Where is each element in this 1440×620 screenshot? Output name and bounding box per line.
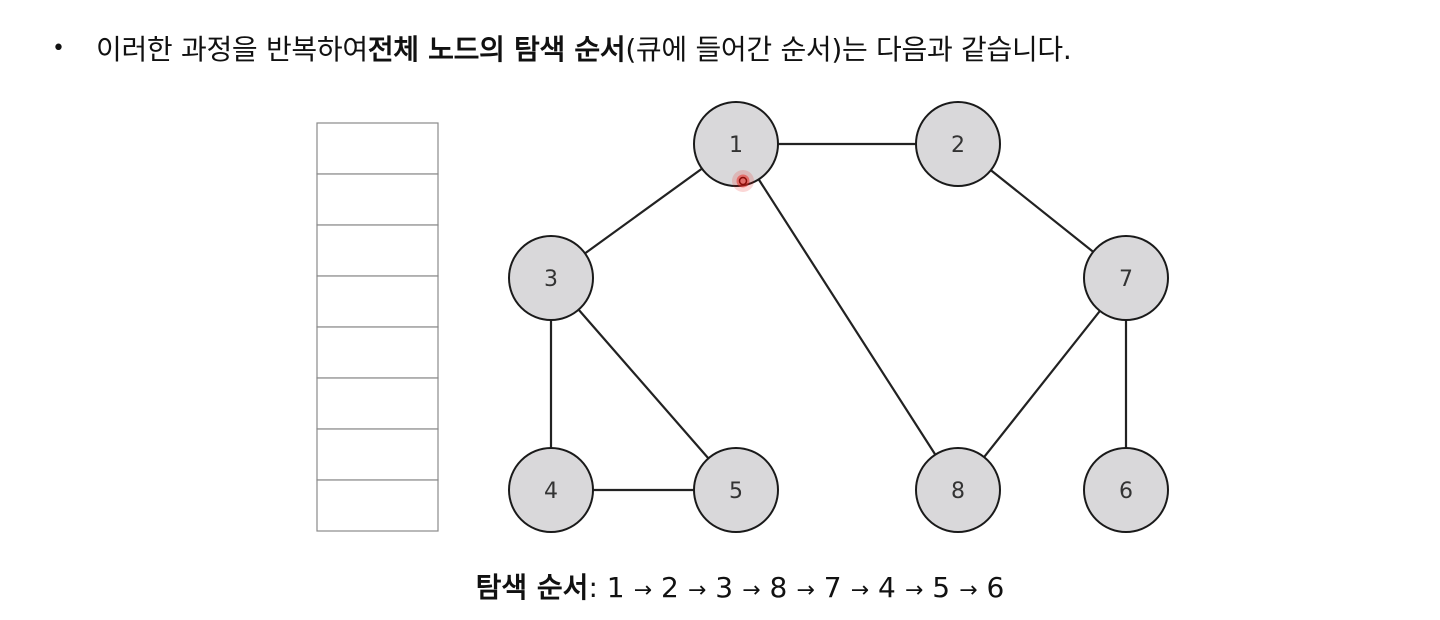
traversal-order-sequence: 1 → 2 → 3 → 8 → 7 → 4 → 5 → 6: [607, 571, 1005, 604]
node-3: 3: [508, 235, 594, 321]
order-item: 6: [986, 571, 1005, 604]
node-6-label: 6: [1119, 479, 1133, 504]
queue: [316, 122, 439, 532]
order-item: 7: [823, 571, 842, 604]
order-item: 1: [606, 571, 625, 604]
node-5-label: 5: [729, 479, 743, 504]
node-8-label: 8: [951, 479, 965, 504]
order-arrow-icon: →: [626, 578, 660, 603]
order-item: 4: [878, 571, 896, 604]
node-6: 6: [1083, 447, 1169, 533]
heading-text-post: (큐에 들어간 순서)는 다음과 같습니다.: [625, 33, 1072, 66]
edge-1-8: [734, 142, 960, 492]
graph-edges: [549, 142, 1128, 492]
queue-slot: [316, 479, 439, 532]
queue-slot: [316, 377, 439, 430]
queue-slot: [316, 173, 439, 226]
node-7-label: 7: [1119, 267, 1133, 292]
traversal-order: 탐색 순서: 1 → 2 → 3 → 8 → 7 → 4 → 5 → 6: [0, 566, 1440, 606]
node-8: 8: [915, 447, 1001, 533]
queue-slot: [316, 122, 439, 175]
queue-slot: [316, 224, 439, 277]
order-arrow-icon: →: [952, 578, 985, 603]
order-arrow-icon: →: [680, 578, 714, 603]
node-4-circle: [508, 447, 594, 533]
node-2: 2: [915, 101, 1001, 187]
traversal-order-colon: :: [588, 571, 598, 604]
node-3-circle: [508, 235, 594, 321]
node-7-circle: [1083, 235, 1169, 321]
node-5-circle: [693, 447, 779, 533]
heading-text-bold: 전체 노드의 탐색 순서: [367, 33, 626, 66]
node-1-circle: [693, 101, 779, 187]
graph-nodes: 1 2 3 4 5 6 7 8: [508, 101, 1169, 533]
bullet-icon: •: [52, 35, 65, 61]
edge-7-8: [956, 276, 1128, 492]
node-4: 4: [508, 447, 594, 533]
node-2-label: 2: [951, 133, 965, 158]
node-7: 7: [1083, 235, 1169, 321]
traversal-order-label: 탐색 순서: [475, 571, 589, 604]
node-8-circle: [915, 447, 1001, 533]
order-item: 2: [661, 571, 679, 604]
queue-slot: [316, 275, 439, 328]
node-1: 1: [693, 101, 779, 187]
node-5: 5: [693, 447, 779, 533]
cursor-pointer: [732, 170, 754, 192]
node-1-label: 1: [729, 133, 743, 158]
heading-text-pre: 이러한 과정을 반복하여: [96, 33, 368, 66]
order-arrow-icon: →: [843, 578, 877, 603]
queue-slot: [316, 428, 439, 481]
order-item: 5: [932, 571, 951, 604]
order-arrow-icon: →: [789, 578, 822, 603]
order-item: 3: [715, 571, 734, 604]
node-2-circle: [915, 101, 1001, 187]
order-item: 8: [769, 571, 788, 604]
order-arrow-icon: →: [735, 578, 768, 603]
node-6-circle: [1083, 447, 1169, 533]
edge-3-5: [549, 276, 738, 492]
node-4-label: 4: [544, 479, 558, 504]
pointer-halo: [736, 174, 750, 188]
bfs-diagram: 1 2 3 4 5 6 7 8: [316, 101, 1169, 533]
queue-slot: [316, 326, 439, 379]
order-arrow-icon: →: [897, 578, 931, 603]
heading-line: • 이러한 과정을 반복하여 전체 노드의 탐색 순서 (큐에 들어간 순서)는…: [52, 26, 1412, 70]
pointer-dot: [738, 176, 748, 186]
node-3-label: 3: [544, 267, 558, 292]
